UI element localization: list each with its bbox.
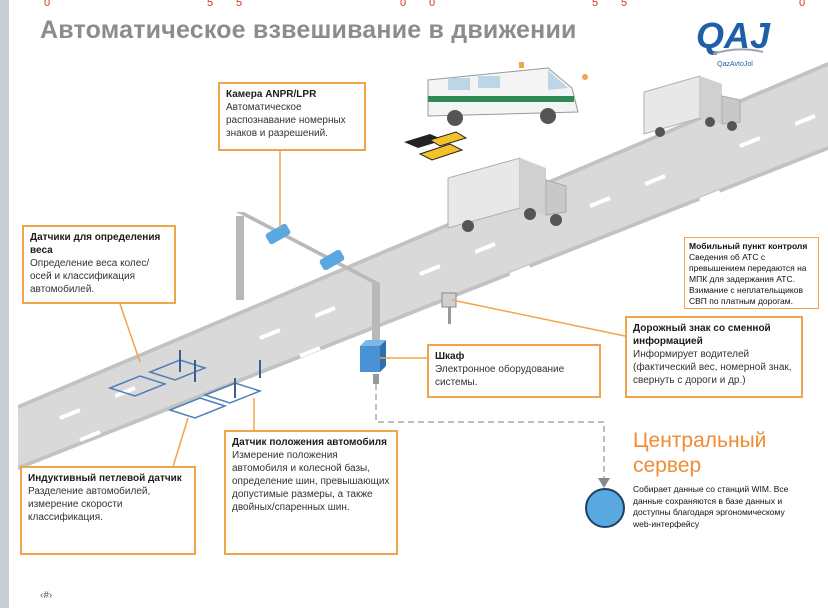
camera-callout-text: Автоматическое распознавание номерных зн… [226, 102, 346, 139]
weight-sensors-callout: Датчики для определения веса Определение… [22, 225, 176, 304]
top-marker: 5 [621, 0, 628, 9]
loop-sensor-callout: Индуктивный петлевой датчик Разделение а… [20, 466, 196, 555]
server-title-line2: сервер [633, 454, 702, 477]
left-edge-bar [0, 0, 9, 608]
company-logo: QAJ QazAvtoJol [696, 15, 771, 68]
camera-callout: Камера ANPR/LPR Автоматическое распознав… [218, 82, 366, 151]
weight-sensors-title: Датчики для определения веса [30, 232, 161, 256]
road-sign-text: Информирует водителей (фактический вес, … [633, 349, 792, 386]
server-icon [585, 488, 625, 528]
camera-gantry [236, 212, 380, 358]
server-title-line1: Центральный [633, 429, 767, 452]
cabinet-callout: Шкаф Электронное оборудование системы. [427, 344, 601, 398]
data-link-line [375, 384, 605, 480]
logo-subtitle: QazAvtoJol [717, 61, 753, 68]
position-sensor-callout: Датчик положения автомобиля Измерение по… [224, 430, 398, 555]
top-marker: 0 [799, 0, 806, 9]
weight-sensors-text: Определение веса колес/осей и классифика… [30, 258, 150, 295]
top-marker: 0 [429, 0, 436, 9]
slide-title: Автоматическое взвешивание в движении [40, 16, 577, 44]
loop-sensor-title: Индуктивный петлевой датчик [28, 473, 182, 484]
top-marker: 0 [400, 0, 407, 9]
portable-scales-icon [404, 131, 468, 161]
page-number: ‹#› [40, 590, 53, 601]
road [18, 62, 828, 470]
callout-connectors [119, 151, 626, 471]
mobile-checkpoint-title: Мобильный пункт контроля [689, 241, 808, 251]
top-marker: 5 [236, 0, 243, 9]
camera-callout-title: Камера ANPR/LPR [226, 89, 317, 100]
truck-icon [643, 75, 741, 137]
cabinet-title: Шкаф [435, 351, 465, 362]
mobile-checkpoint-text: Сведения об АТС с превышением передаются… [689, 252, 807, 306]
road-sign-title: Дорожный знак со сменной информацией [633, 323, 771, 347]
inductive-loops [107, 359, 263, 419]
server-description: Собирает данные со станций WIM. Все данн… [633, 484, 789, 529]
mobile-van-icon [427, 62, 588, 126]
cabinet-text: Электронное оборудование системы. [435, 364, 565, 388]
mobile-checkpoint-box: Мобильный пункт контроля Сведения об АТС… [684, 237, 819, 309]
position-sensor-title: Датчик положения автомобиля [232, 437, 387, 448]
top-marker: 0 [44, 0, 51, 9]
camera-icon [265, 223, 345, 271]
truck-icon [447, 157, 567, 232]
cabinet-icon [360, 340, 386, 384]
server-title: Центральный сервер [633, 428, 766, 478]
position-sensors [179, 350, 261, 398]
position-sensor-text: Измерение положения автомобиля и колесно… [232, 450, 390, 513]
top-marker: 5 [592, 0, 599, 9]
road-sign-callout: Дорожный знак со сменной информацией Инф… [625, 316, 803, 398]
lane-markings [59, 114, 816, 442]
top-marker: 5 [207, 0, 214, 9]
loop-sensor-text: Разделение автомобилей, измерение скорос… [28, 486, 151, 523]
road-sign-icon [441, 292, 457, 324]
